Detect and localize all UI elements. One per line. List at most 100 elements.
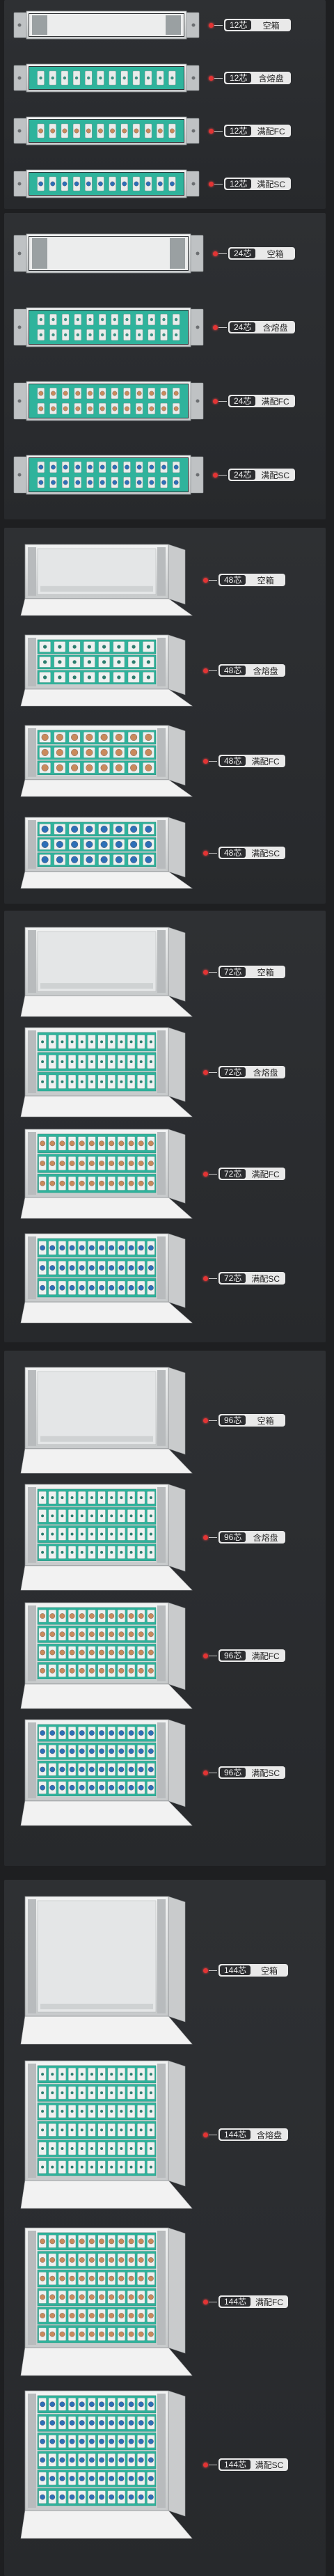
product-row[interactable]: 48芯含熔盘 — [4, 632, 326, 709]
base-tray — [20, 2016, 193, 2045]
product-row[interactable]: 24芯含熔盘 — [4, 304, 326, 351]
spec-label: 12芯空箱 — [224, 19, 291, 31]
product-row[interactable]: 96芯含熔盘 — [4, 1482, 326, 1593]
core-count: 48芯 — [220, 575, 246, 585]
core-count: 48芯 — [220, 848, 246, 858]
indicator-dot — [203, 850, 208, 856]
connector-line — [209, 580, 217, 581]
distribution-frame-image — [20, 817, 193, 889]
core-count: 48芯 — [220, 666, 246, 675]
connector-line — [214, 78, 223, 79]
connector-line — [218, 401, 227, 402]
distribution-frame-image — [20, 1027, 193, 1117]
product-row[interactable]: 72芯满配SC — [4, 1231, 326, 1326]
product-row[interactable]: 48芯空箱 — [4, 542, 326, 618]
base-tray — [20, 1301, 193, 1324]
indicator-dot — [213, 398, 218, 404]
product-row[interactable]: 72芯满配FC — [4, 1126, 326, 1221]
core-count: 72芯 — [220, 1273, 246, 1283]
variant-label: 空箱 — [261, 1965, 278, 1976]
distribution-frame-image — [20, 1602, 193, 1709]
product-row[interactable]: 24芯满配SC — [4, 451, 326, 498]
core-count: 144芯 — [220, 1965, 251, 1975]
indicator-dot — [203, 1653, 208, 1658]
connector-line — [209, 1278, 217, 1279]
product-row[interactable]: 24芯空箱 — [4, 230, 326, 277]
connector-line — [209, 972, 217, 973]
base-tray — [20, 1565, 193, 1591]
connector-line — [218, 327, 227, 328]
empty-cavity — [37, 1900, 157, 2013]
distribution-frame-image — [20, 1484, 193, 1591]
side-panel — [168, 1484, 186, 1572]
connector-line — [218, 475, 227, 476]
indicator-dot — [203, 1534, 208, 1540]
variant-label: 满配SC — [261, 470, 290, 480]
core-count: 96芯 — [220, 1768, 246, 1777]
spec-label: 24芯空箱 — [228, 247, 295, 260]
blank-panel — [29, 14, 184, 36]
indicator-dot — [209, 75, 214, 81]
empty-cavity — [37, 1371, 157, 1445]
side-panel — [168, 817, 186, 878]
product-row[interactable]: 96芯满配SC — [4, 1717, 326, 1828]
product-row[interactable]: 72芯含熔盘 — [4, 1025, 326, 1120]
variant-label: 含熔盘 — [253, 1532, 278, 1543]
distribution-frame-image — [20, 2390, 193, 2539]
indicator-dot — [203, 577, 208, 583]
product-row[interactable]: 96芯空箱 — [4, 1365, 326, 1476]
product-row[interactable]: 48芯满配SC — [4, 815, 326, 891]
core-count: 144芯 — [220, 2460, 251, 2469]
spec-label: 24芯满配SC — [228, 469, 295, 481]
connector-line — [209, 761, 217, 762]
variant-label: 满配FC — [251, 1169, 280, 1179]
base-tray — [20, 1095, 193, 1117]
variant-label: 空箱 — [257, 967, 274, 977]
base-tray — [20, 779, 193, 797]
product-row[interactable]: 48芯满配FC — [4, 723, 326, 799]
product-row[interactable]: 144芯空箱 — [4, 1894, 326, 2047]
distribution-frame-image — [13, 169, 200, 198]
indicator-dot — [209, 181, 214, 187]
core-count: 24芯 — [230, 396, 256, 406]
product-row[interactable]: 12芯含熔盘 — [4, 60, 326, 96]
distribution-frame-image — [13, 63, 200, 93]
indicator-dot — [203, 1275, 208, 1281]
product-row[interactable]: 144芯满配FC — [4, 2225, 326, 2378]
product-row[interactable]: 12芯空箱 — [4, 7, 326, 43]
indicator-dot — [203, 2132, 208, 2137]
variant-label: 含熔盘 — [253, 666, 278, 676]
side-panel — [168, 2227, 186, 2354]
indicator-dot — [203, 1069, 208, 1075]
product-row[interactable]: 72芯空箱 — [4, 925, 326, 1019]
base-tray — [20, 2347, 193, 2376]
spec-label: 72芯空箱 — [218, 966, 285, 978]
product-row[interactable]: 12芯满配SC — [4, 166, 326, 202]
side-panel — [168, 1027, 186, 1102]
indicator-dot — [203, 2462, 208, 2467]
core-count: 144芯 — [220, 2130, 251, 2139]
side-panel — [168, 2390, 186, 2517]
tray-stack — [38, 2065, 156, 2176]
spec-label: 144芯满配SC — [218, 2458, 288, 2471]
indicator-dot — [209, 128, 214, 134]
distribution-frame-image — [13, 116, 200, 146]
base-tray — [20, 2180, 193, 2209]
product-row[interactable]: 12芯满配FC — [4, 113, 326, 149]
product-row[interactable]: 144芯满配SC — [4, 2388, 326, 2541]
product-row[interactable]: 144芯含熔盘 — [4, 2058, 326, 2211]
product-row[interactable]: 24芯满配FC — [4, 377, 326, 425]
tray-stack — [38, 2232, 156, 2343]
base-tray — [20, 1800, 193, 1826]
indicator-dot — [203, 1171, 208, 1177]
product-row[interactable]: 96芯满配FC — [4, 1600, 326, 1711]
core-count: 12芯 — [225, 73, 252, 83]
core-count: 12芯 — [225, 20, 252, 30]
spec-label: 96芯空箱 — [218, 1414, 285, 1427]
connector-line — [209, 1537, 217, 1538]
connector-line — [209, 1174, 217, 1175]
